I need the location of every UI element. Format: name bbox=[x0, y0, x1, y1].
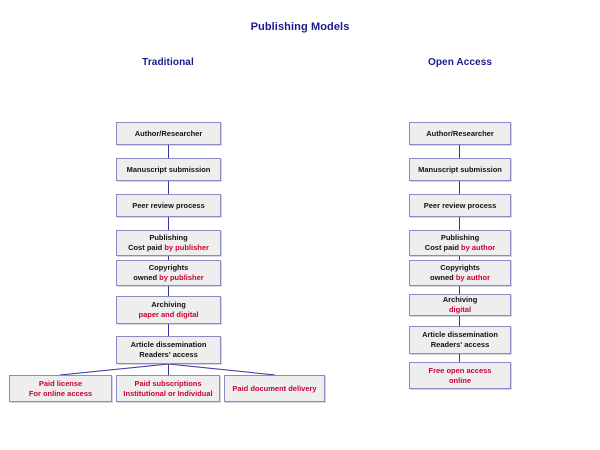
node-article-dissemination-traditional[interactable]: Article dissemination Readers' access bbox=[116, 336, 221, 364]
node-sublabel: digital bbox=[449, 305, 471, 315]
accent-text: by publisher bbox=[159, 273, 204, 282]
page-title: Publishing Models bbox=[250, 21, 350, 33]
node-label: Manuscript submission bbox=[418, 164, 502, 174]
node-sublabel: owned by author bbox=[429, 273, 490, 282]
node-free-open-access[interactable]: Free open access online bbox=[409, 362, 511, 389]
node-label: Free open access bbox=[428, 365, 492, 375]
node-sublabel: paper and digital bbox=[138, 310, 198, 320]
node-label: Paid subscriptions bbox=[134, 378, 202, 388]
node-label: Peer review process bbox=[423, 200, 497, 210]
node-publishing-open-access[interactable]: Publishing Cost paid by author bbox=[409, 230, 511, 256]
node-article-dissemination-open-access[interactable]: Article dissemination Readers' access bbox=[409, 326, 511, 354]
accent-text: digital bbox=[448, 305, 472, 314]
node-label: Copyrights bbox=[440, 263, 480, 272]
node-label: Author/Researcher bbox=[134, 128, 203, 138]
node-label: Paid document delivery bbox=[232, 383, 317, 393]
node-label: Publishing bbox=[440, 233, 480, 242]
accent-text: paper and digital bbox=[138, 310, 199, 319]
node-sublabel: Readers' access bbox=[139, 350, 198, 359]
node-label: Copyrights bbox=[148, 263, 189, 272]
node-label: Article dissemination bbox=[422, 330, 498, 339]
node-sublabel: For online access bbox=[28, 388, 93, 398]
node-sublabel: online bbox=[448, 375, 472, 385]
column-heading-traditional: Traditional bbox=[142, 57, 194, 68]
node-peer-review-open-access[interactable]: Peer review process bbox=[409, 194, 511, 217]
column-heading-open-access: Open Access bbox=[427, 57, 493, 68]
node-sublabel: Cost paid by author bbox=[424, 243, 496, 252]
accent-text: by author bbox=[455, 273, 490, 282]
node-author-researcher-traditional[interactable]: Author/Researcher bbox=[116, 122, 221, 145]
node-archiving-open-access[interactable]: Archiving digital bbox=[409, 294, 511, 316]
node-copyrights-traditional[interactable]: Copyrights owned by publisher bbox=[116, 260, 221, 286]
node-label: Publishing bbox=[149, 233, 188, 242]
node-label: Archiving bbox=[442, 295, 478, 304]
node-archiving-traditional[interactable]: Archiving paper and digital bbox=[116, 296, 221, 324]
node-sublabel: Institutional or Individual bbox=[123, 388, 213, 398]
node-copyrights-open-access[interactable]: Copyrights owned by author bbox=[409, 260, 511, 286]
node-publishing-traditional[interactable]: Publishing Cost paid by publisher bbox=[116, 230, 221, 256]
accent-text: by publisher bbox=[164, 243, 209, 252]
node-label: Peer review process bbox=[132, 200, 205, 210]
node-label: Author/Researcher bbox=[426, 128, 494, 138]
node-manuscript-submission-open-access[interactable]: Manuscript submission bbox=[409, 158, 511, 181]
node-paid-license[interactable]: Paid license For online access bbox=[9, 375, 112, 402]
node-manuscript-submission-traditional[interactable]: Manuscript submission bbox=[116, 158, 221, 181]
node-paid-subscriptions[interactable]: Paid subscriptions Institutional or Indi… bbox=[116, 375, 220, 402]
node-label: Manuscript submission bbox=[126, 164, 211, 174]
node-paid-document-delivery[interactable]: Paid document delivery bbox=[224, 375, 325, 402]
node-sublabel: Cost paid by publisher bbox=[128, 243, 209, 252]
node-sublabel: owned by publisher bbox=[133, 273, 204, 282]
node-author-researcher-open-access[interactable]: Author/Researcher bbox=[409, 122, 511, 145]
node-label: Archiving bbox=[151, 300, 186, 309]
node-sublabel: Readers' access bbox=[430, 340, 490, 349]
node-label: Article dissemination bbox=[130, 340, 207, 349]
node-label: Paid license bbox=[38, 378, 83, 388]
node-peer-review-traditional[interactable]: Peer review process bbox=[116, 194, 221, 217]
accent-text: by author bbox=[461, 243, 496, 252]
